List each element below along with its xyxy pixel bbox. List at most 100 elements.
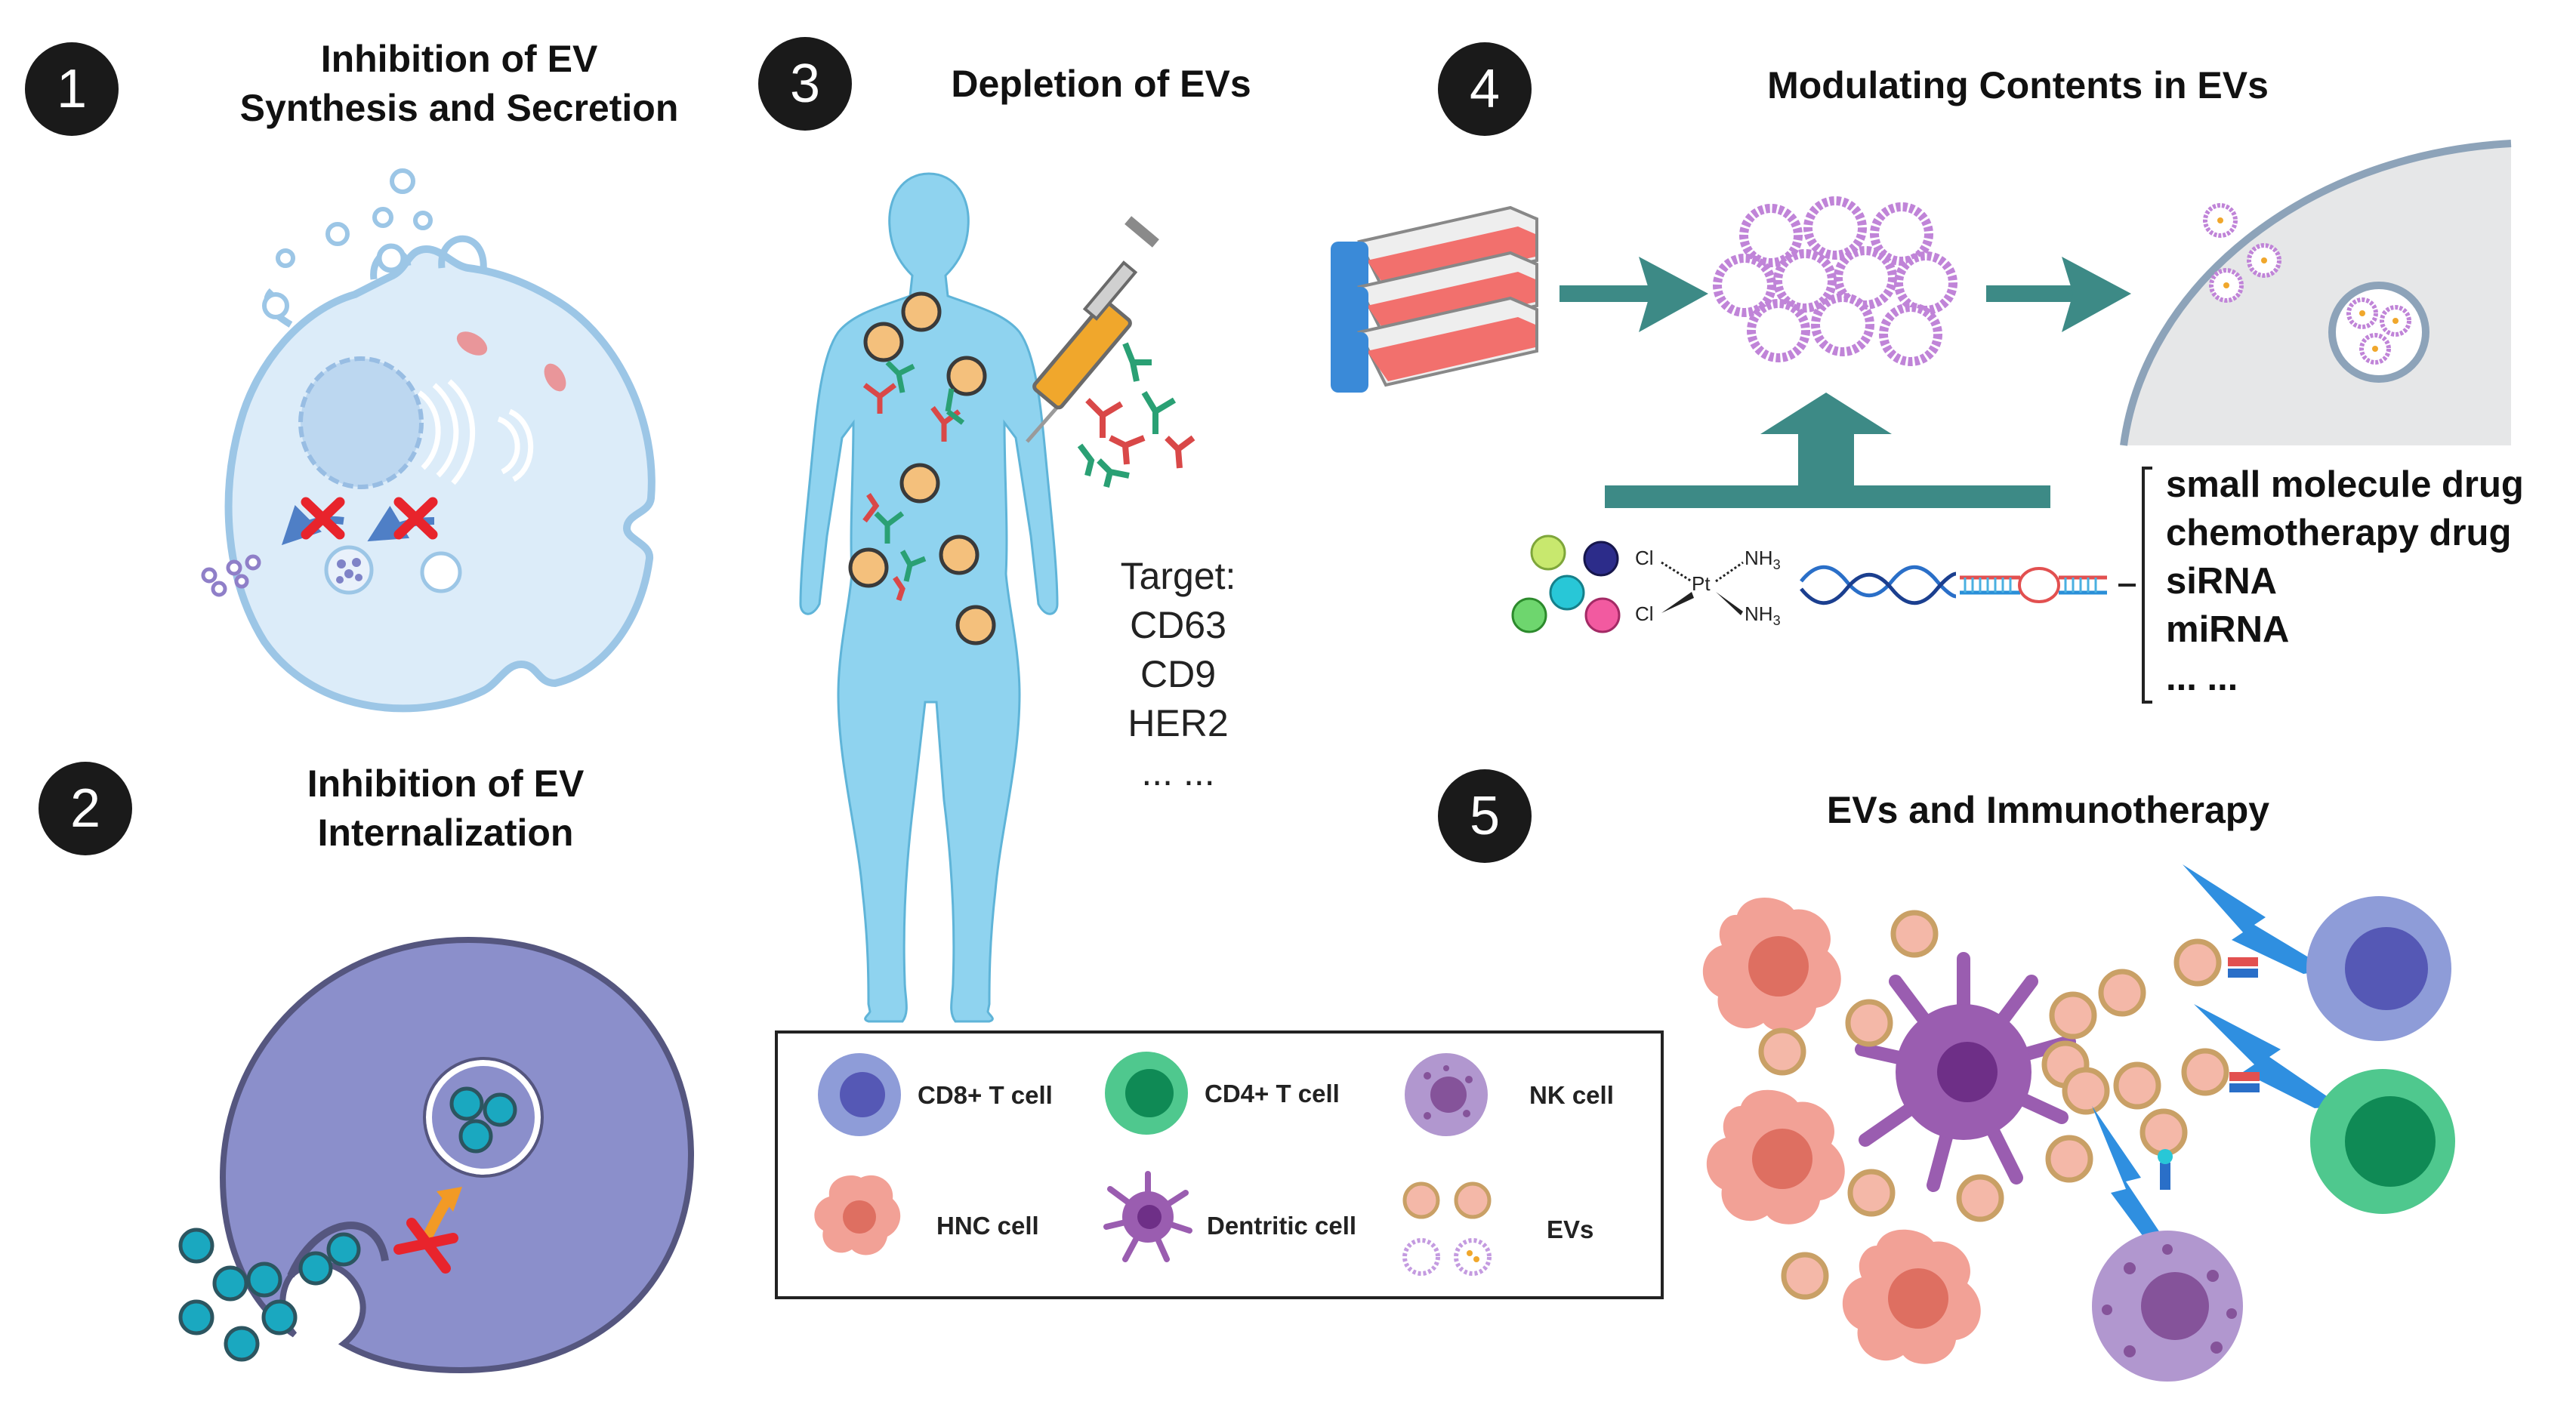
cargo-item-ellipsis: ... ...	[2166, 658, 2238, 698]
cargo-item-small-molecule-drug: small molecule drug	[2166, 464, 2524, 505]
target-item-her2: HER2	[1128, 702, 1228, 744]
red-x-icon	[301, 497, 345, 540]
legend-frame	[775, 1030, 1664, 1299]
cargo-list: small molecule drug chemotherapy drug si…	[2166, 464, 2524, 698]
blocked-secretion-arrow-2	[367, 505, 435, 542]
panel-3-title: Depletion of EVs	[951, 63, 1251, 105]
cd8-t-cell	[2306, 896, 2451, 1041]
legend-label-nk-cell: NK cell	[1529, 1081, 1614, 1109]
dendritic-cell	[1855, 952, 2076, 1192]
target-item-cd63: CD63	[1130, 604, 1226, 646]
loaded-evs	[2203, 203, 2411, 365]
cisplatin-nh3-bottom: NH3	[1745, 602, 1781, 628]
target-heading: Target:	[1121, 555, 1236, 597]
mitochondrion-2	[544, 363, 566, 392]
panel-3-number: 3	[790, 54, 820, 114]
golgi-apparatus	[417, 379, 534, 485]
lightning-icon	[2092, 864, 2341, 1261]
endocytic-pocket-evs	[298, 1232, 361, 1286]
red-x-icon	[393, 1218, 458, 1274]
legend-label-dendritic-cell: Dentritic cell	[1207, 1212, 1356, 1240]
syringe-icon	[1026, 216, 1159, 443]
legend-item-nk-cell: NK cell	[1405, 1053, 1614, 1136]
legend-item-evs: EVs	[1402, 1181, 1593, 1276]
released-vesicle-1	[390, 168, 415, 194]
target-cell-uptake	[2120, 140, 2512, 446]
endocytic-pocket	[287, 1221, 389, 1278]
released-vesicle-3	[413, 211, 433, 230]
cisplatin-pt: Pt	[1692, 572, 1711, 595]
culture-flasks	[1331, 205, 1538, 393]
mirna-hairpin-icon	[1960, 567, 2107, 603]
target-item-ellipsis: ... ...	[1141, 751, 1214, 793]
legend-label-evs: EVs	[1547, 1215, 1593, 1243]
recipient-cell	[178, 936, 695, 1374]
legend-label-hnc-cell: HNC cell	[936, 1212, 1039, 1240]
released-vesicle-5	[276, 248, 295, 268]
nucleus	[298, 356, 424, 489]
budding-vesicle-2	[438, 235, 487, 273]
panel-1: 1 Inhibition of EV Synthesis and Secreti…	[25, 38, 679, 713]
legend-label-cd8-t-cell: CD8+ T cell	[918, 1081, 1053, 1109]
human-body	[799, 172, 1195, 1023]
arrow-right-icon	[1986, 257, 2131, 332]
cd4-t-cell	[2310, 1069, 2455, 1214]
arrow-tip	[437, 1187, 462, 1212]
flask-3	[1331, 296, 1538, 393]
legend-label-cd4-t-cell: CD4+ T cell	[1205, 1080, 1340, 1107]
antibodies-in-body	[862, 360, 965, 602]
arrow-up-icon	[1605, 393, 2050, 508]
cargo-item-chemotherapy-drug: chemotherapy drug	[2166, 513, 2511, 553]
cisplatin-cl-top: Cl	[1635, 547, 1654, 569]
panel-2: 2 Inhibition of EV Internalization	[39, 762, 695, 1374]
mvb-contents	[336, 558, 362, 584]
panel-4: 4 Modulating Contents in EVs	[1331, 42, 2524, 704]
endocytosed-vesicle	[2328, 282, 2429, 383]
panel-4-badge: 4	[1438, 42, 1532, 136]
small-molecule-icon	[1511, 534, 1621, 633]
secreting-cell	[201, 168, 656, 713]
red-x-icon	[393, 497, 438, 540]
endosome-outline	[423, 1057, 544, 1178]
vesicle-bud-a	[376, 243, 406, 273]
panel-3-badge: 3	[758, 37, 852, 131]
circulating-evs	[848, 291, 996, 645]
hnc-cell	[1842, 1229, 1981, 1364]
panel-5: 5 EVs and Immunotherapy	[1438, 769, 2455, 1382]
receptor-ligand-pair	[2158, 957, 2260, 1190]
cargo-bracket	[2142, 467, 2152, 704]
mitochondrion-1	[456, 331, 488, 356]
panel-5-number: 5	[1470, 786, 1500, 846]
legend-item-cd4-t-cell: CD4+ T cell	[1105, 1052, 1340, 1135]
exocytosed-particles	[201, 554, 261, 597]
ev-swatch-1	[1402, 1181, 1440, 1219]
target-item-cd9: CD9	[1140, 653, 1216, 695]
hnc-cell	[1702, 897, 1841, 1032]
endosome	[426, 1060, 541, 1175]
panel-1-title-line-2: Synthesis and Secretion	[240, 87, 679, 129]
cargo-item-sirna: siRNA	[2166, 561, 2277, 602]
nk-cell	[2092, 1231, 2243, 1382]
ev-swatch-3	[1402, 1238, 1440, 1276]
internalized-evs	[449, 1086, 517, 1154]
ev-swatch-2	[1454, 1181, 1492, 1219]
panel-3: 3 Depletion of EVs	[758, 37, 1251, 1023]
legend-item-cd8-t-cell: CD8+ T cell	[818, 1053, 1053, 1136]
panel-1-title-line-1: Inhibition of EV	[321, 38, 598, 80]
cell-membrane	[224, 245, 656, 713]
panel-5-badge: 5	[1438, 769, 1532, 863]
isolated-evs-cluster	[1713, 196, 1957, 366]
hnc-cell	[1706, 1089, 1845, 1225]
legend-item-dendritic-cell: Dentritic cell	[1103, 1171, 1356, 1262]
target-cell-membrane	[2124, 143, 2511, 445]
ev-cargo-dots	[2217, 217, 2399, 352]
dna-helix-icon	[1800, 565, 1957, 605]
cisplatin-structure: Cl Cl Pt NH3 NH3	[1635, 547, 1781, 628]
cisplatin-nh3-top: NH3	[1745, 547, 1781, 572]
legend: CD8+ T cell CD4+ T cell NK cell HNC cell	[775, 1030, 1664, 1299]
cisplatin-cl-bottom: Cl	[1635, 602, 1654, 625]
panel-1-badge: 1	[25, 42, 119, 136]
cargo-item-mirna: miRNA	[2166, 609, 2289, 650]
panel-4-number: 4	[1470, 59, 1500, 119]
